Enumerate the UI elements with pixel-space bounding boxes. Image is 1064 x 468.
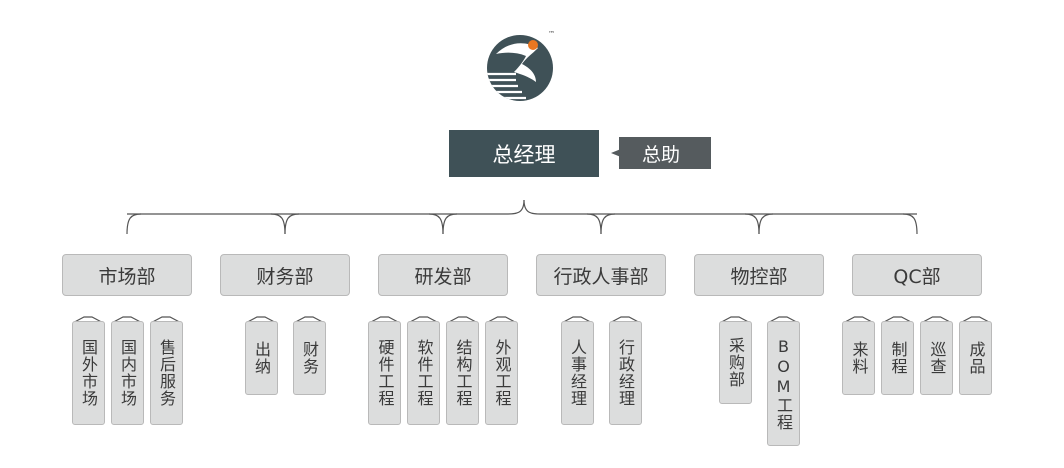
bracket-arm-l-1	[270, 213, 286, 235]
sub-department-box[interactable]: 巡查	[920, 321, 953, 395]
sub-tab-connector	[922, 316, 951, 323]
department-label: 行政人事部	[553, 265, 649, 288]
sub-department-box[interactable]: 成品	[959, 321, 992, 395]
company-logo: ™	[486, 28, 558, 104]
bracket-arm-r-4	[758, 213, 774, 235]
sub-tab-connector	[487, 316, 516, 323]
department-box[interactable]: 行政人事部	[536, 254, 666, 296]
sub-tab-connector	[152, 316, 180, 323]
department-box[interactable]: 研发部	[378, 254, 508, 296]
sub-department-label: BOM工程	[774, 336, 793, 431]
bracket-arm-5	[902, 213, 918, 235]
sub-department-label: 行政经理	[616, 339, 635, 407]
bracket-arm-r-3	[600, 213, 616, 235]
department-label: QC部	[893, 265, 941, 288]
ceo-drop-left	[505, 199, 525, 215]
sub-department-label: 国外市场	[79, 339, 98, 407]
sub-tab-connector	[295, 316, 323, 323]
sub-tab-connector	[883, 316, 912, 323]
sub-tab-connector	[409, 316, 438, 323]
bracket-arm-r-1	[284, 213, 300, 235]
sub-department-label: 人事经理	[568, 339, 587, 407]
sub-tab-connector	[74, 316, 102, 323]
sub-department-label: 来料	[849, 341, 869, 375]
sub-department-box[interactable]: 售后服务	[149, 321, 183, 425]
sub-department-box[interactable]: 制程	[881, 321, 914, 395]
bracket-arm-l-3	[586, 213, 602, 235]
sub-department-label: 软件工程	[414, 339, 434, 407]
sub-tab-connector	[563, 316, 591, 323]
assistant-box[interactable]: 总助	[611, 137, 711, 169]
sub-department-label: 成品	[966, 341, 986, 375]
sub-department-label: 出纳	[252, 341, 271, 375]
sub-tab-connector	[769, 316, 797, 323]
sub-tab-connector	[611, 316, 639, 323]
ceo-drop-right	[523, 199, 543, 215]
sub-tab-connector	[247, 316, 275, 323]
sub-tab-connector	[370, 316, 399, 323]
sub-department-box[interactable]: 出纳	[244, 321, 278, 395]
sub-department-label: 国内市场	[118, 339, 137, 407]
ceo-box[interactable]: 总经理	[449, 130, 599, 177]
sub-department-box[interactable]: 硬件工程	[368, 321, 401, 425]
sub-tab-connector	[448, 316, 477, 323]
sub-tab-connector	[961, 316, 990, 323]
sub-department-box[interactable]: 行政经理	[608, 321, 642, 425]
sub-department-label: 外观工程	[492, 339, 512, 407]
sub-department-label: 结构工程	[453, 339, 473, 407]
sub-department-box[interactable]: 国外市场	[71, 321, 105, 425]
sub-department-label: 采购部	[726, 337, 745, 388]
department-box[interactable]: 物控部	[694, 254, 824, 296]
sub-department-label: 制程	[888, 341, 908, 375]
sub-department-box[interactable]: 结构工程	[446, 321, 479, 425]
sub-department-label: 巡查	[927, 341, 947, 375]
sub-department-box[interactable]: BOM工程	[766, 321, 800, 446]
sub-department-box[interactable]: 采购部	[718, 321, 752, 404]
bracket-arm-0	[126, 213, 142, 235]
logo-tm: ™	[548, 30, 555, 38]
sub-tab-connector	[721, 316, 749, 323]
sub-tab-connector	[113, 316, 141, 323]
department-label: 物控部	[730, 265, 788, 288]
bracket-arm-l-2	[428, 213, 444, 235]
sub-department-box[interactable]: 人事经理	[560, 321, 594, 425]
bracket-arm-l-4	[744, 213, 760, 235]
sub-department-label: 售后服务	[157, 339, 176, 407]
department-box[interactable]: 市场部	[62, 254, 192, 296]
sub-department-box[interactable]: 外观工程	[485, 321, 518, 425]
sub-tab-connector	[844, 316, 873, 323]
ceo-label: 总经理	[492, 142, 556, 167]
department-label: 市场部	[98, 265, 156, 288]
department-label: 研发部	[414, 265, 472, 288]
logo-emblem-icon: ™	[487, 30, 555, 101]
sub-department-box[interactable]: 国内市场	[110, 321, 144, 425]
sub-department-box[interactable]: 来料	[842, 321, 875, 395]
sub-department-box[interactable]: 软件工程	[407, 321, 440, 425]
department-box[interactable]: 财务部	[220, 254, 350, 296]
sub-department-label: 财务	[300, 341, 319, 375]
department-box[interactable]: QC部	[852, 254, 982, 296]
department-label: 财务部	[256, 265, 314, 288]
assistant-label: 总助	[641, 143, 680, 166]
sub-department-label: 硬件工程	[375, 339, 395, 407]
sub-department-box[interactable]: 财务	[292, 321, 326, 395]
bracket-arm-r-2	[442, 213, 458, 235]
